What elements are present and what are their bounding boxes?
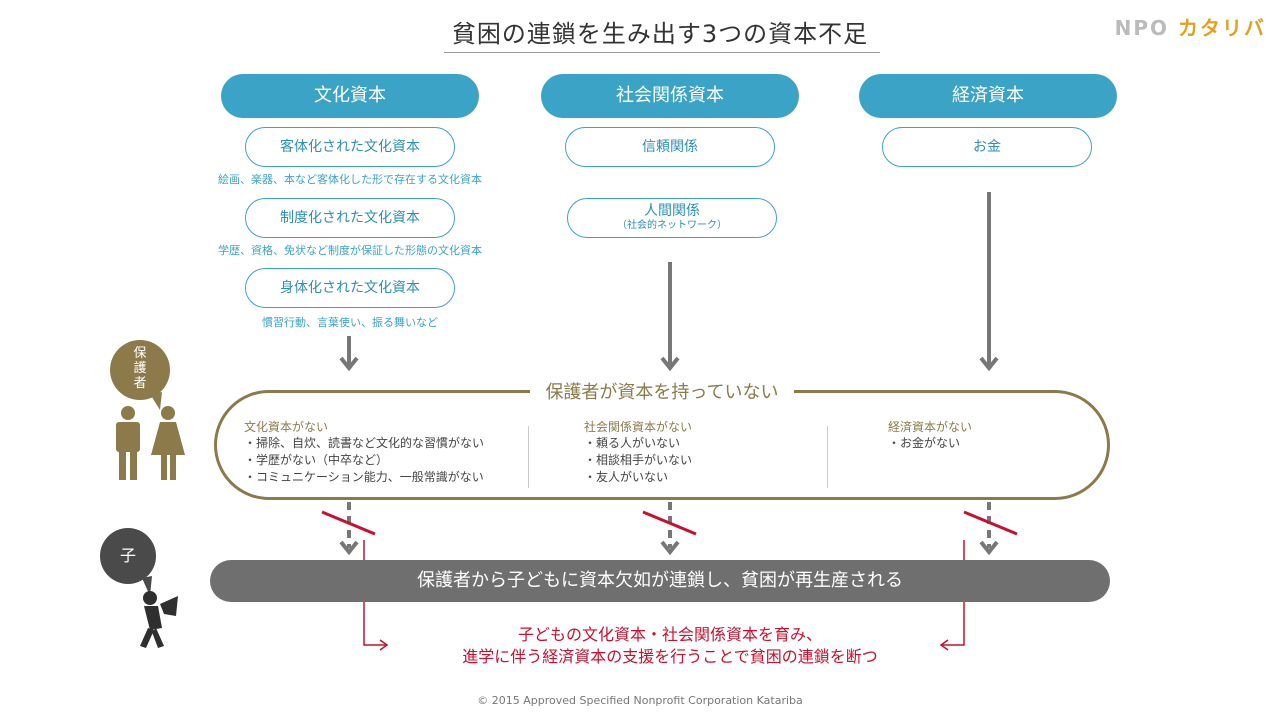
logo-npo: NPO xyxy=(1114,16,1170,40)
guardian-col-cultural: 文化資本がない ・掃除、自炊、読書など文化的な習慣がない ・学歴がない（中卒など… xyxy=(244,418,524,486)
page-title: 貧困の連鎖を生み出す3つの資本不足 xyxy=(451,20,869,48)
cut-mark-social xyxy=(642,510,697,536)
sub-human-relations-label: 人間関係 xyxy=(644,203,700,219)
cut-mark-economic xyxy=(963,510,1018,536)
logo-name: カタリバ xyxy=(1178,16,1266,40)
guardian-col-economic-title: 経済資本がない xyxy=(888,420,973,434)
guardian-bubble: 保 護 者 xyxy=(110,340,170,400)
sub-human-relations: 人間関係 （社会的ネットワーク） xyxy=(567,198,777,238)
guardian-divider-2 xyxy=(827,426,828,488)
guardian-bubble-char-1: 保 xyxy=(133,346,147,361)
arrow-social-down xyxy=(660,262,680,372)
guardian-bubble-char-2: 護 xyxy=(133,361,147,376)
guardian-col-item: ・友人がいない xyxy=(584,470,669,484)
child-running-icon xyxy=(140,591,178,648)
cut-mark-cultural xyxy=(321,510,376,536)
sub-institutionalized-capital: 制度化された文化資本 xyxy=(245,198,455,238)
guardian-col-cultural-title: 文化資本がない xyxy=(244,420,329,434)
conclusion-text: 子どもの文化資本・社会関係資本を育み、 進学に伴う経済資本の支援を行うことで貧困… xyxy=(380,624,960,668)
guardian-col-item: ・掃除、自炊、読書など文化的な習慣がない xyxy=(244,436,485,450)
copyright: © 2015 Approved Specified Nonprofit Corp… xyxy=(477,694,803,707)
sub-trust: 信頼関係 xyxy=(565,127,775,167)
header-cultural-capital: 文化資本 xyxy=(221,74,479,118)
arrow-economic-dashed xyxy=(979,502,999,556)
arrow-cultural-down xyxy=(339,336,359,372)
guardian-col-social-title: 社会関係資本がない xyxy=(584,420,693,434)
sub-human-relations-note: （社会的ネットワーク） xyxy=(617,220,727,231)
guardian-col-item: ・相談相手がいない xyxy=(584,453,693,467)
guardian-band-title: 保護者が資本を持っていない xyxy=(530,378,794,404)
arrow-cultural-dashed xyxy=(339,502,359,556)
sub-money: お金 xyxy=(882,127,1092,167)
sub-embodied-capital: 身体化された文化資本 xyxy=(245,268,455,308)
caption-institutionalized: 学歴、資格、免状など制度が保証した形態の文化資本 xyxy=(218,244,482,257)
man-figure-icon xyxy=(116,406,140,480)
conclusion-line-1: 子どもの文化資本・社会関係資本を育み、 xyxy=(517,625,822,644)
header-economic-capital: 経済資本 xyxy=(859,74,1117,118)
conclusion-line-2: 進学に伴う経済資本の支援を行うことで貧困の連鎖を断つ xyxy=(462,647,878,666)
woman-figure-icon xyxy=(151,406,185,480)
arrow-social-dashed xyxy=(660,502,680,556)
child-bubble: 子 xyxy=(100,528,156,584)
child-bubble-tail xyxy=(142,576,152,596)
guardian-col-item: ・お金がない xyxy=(888,436,961,450)
header-social-capital: 社会関係資本 xyxy=(541,74,799,118)
guardian-col-item: ・コミュニケーション能力、一般常識がない xyxy=(244,470,484,484)
title-underline xyxy=(444,52,880,53)
guardian-divider-1 xyxy=(528,426,529,488)
guardian-col-economic: 経済資本がない ・お金がない xyxy=(888,418,1088,452)
guardian-bubble-char-3: 者 xyxy=(133,376,147,391)
child-band: 保護者から子どもに資本欠如が連鎖し、貧困が再生産される xyxy=(210,560,1110,602)
guardian-col-item: ・学歴がない（中卒など） xyxy=(244,453,389,467)
guardian-col-social: 社会関係資本がない ・頼る人がいない ・相談相手がいない ・友人がいない xyxy=(584,418,784,486)
sub-objectified-capital: 客体化された文化資本 xyxy=(245,127,455,167)
guardian-col-item: ・頼る人がいない xyxy=(584,436,681,450)
arrow-economic-down xyxy=(979,192,999,372)
logo: NPO カタリバ xyxy=(1115,12,1266,41)
caption-embodied: 慣習行動、言葉使い、振る舞いなど xyxy=(262,316,438,329)
caption-objectified: 絵画、楽器、本など客体化した形で存在する文化資本 xyxy=(218,173,482,186)
